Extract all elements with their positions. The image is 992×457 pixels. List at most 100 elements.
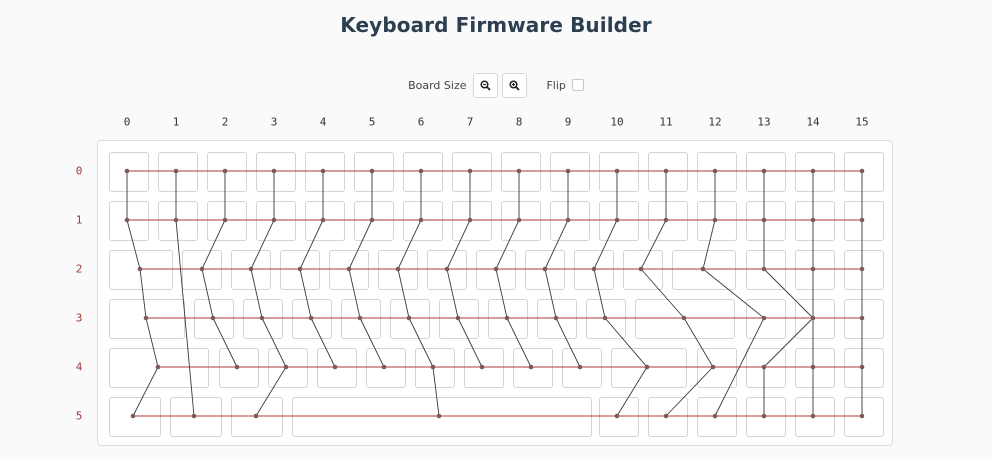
key[interactable] (415, 348, 455, 388)
key[interactable] (697, 348, 737, 388)
column-label: 13 (757, 115, 771, 129)
key[interactable] (635, 299, 735, 339)
key[interactable] (795, 152, 835, 192)
key[interactable] (550, 201, 590, 241)
key[interactable] (207, 152, 247, 192)
key[interactable] (452, 152, 492, 192)
key[interactable] (844, 152, 884, 192)
key[interactable] (586, 299, 626, 339)
key[interactable] (256, 201, 296, 241)
key[interactable] (501, 152, 541, 192)
key[interactable] (537, 299, 577, 339)
key[interactable] (513, 348, 553, 388)
key[interactable] (844, 299, 884, 339)
key[interactable] (844, 201, 884, 241)
key[interactable] (746, 152, 786, 192)
key[interactable] (109, 397, 161, 437)
row-label: 2 (75, 262, 83, 276)
key[interactable] (292, 299, 332, 339)
key[interactable] (109, 250, 173, 290)
key[interactable] (194, 299, 234, 339)
key[interactable] (611, 348, 687, 388)
zoom-in-icon (509, 79, 521, 91)
key[interactable] (648, 152, 688, 192)
key[interactable] (452, 201, 492, 241)
key[interactable] (746, 397, 786, 437)
key[interactable] (648, 397, 688, 437)
key[interactable] (476, 250, 516, 290)
column-label: 12 (708, 115, 722, 129)
key[interactable] (746, 250, 786, 290)
column-label: 7 (466, 115, 474, 129)
key[interactable] (305, 152, 345, 192)
key[interactable] (464, 348, 504, 388)
key[interactable] (378, 250, 418, 290)
key[interactable] (697, 152, 737, 192)
key[interactable] (243, 299, 283, 339)
key[interactable] (158, 152, 198, 192)
key[interactable] (231, 250, 271, 290)
key[interactable] (390, 299, 430, 339)
key[interactable] (341, 299, 381, 339)
key[interactable] (280, 250, 320, 290)
key[interactable] (648, 201, 688, 241)
key[interactable] (746, 201, 786, 241)
toolbar: Board Size Flip (0, 72, 992, 98)
key[interactable] (525, 250, 565, 290)
key[interactable] (170, 397, 222, 437)
key[interactable] (109, 152, 149, 192)
key[interactable] (672, 250, 736, 290)
key[interactable] (488, 299, 528, 339)
key[interactable] (844, 348, 884, 388)
key[interactable] (550, 152, 590, 192)
key[interactable] (231, 397, 283, 437)
key[interactable] (268, 348, 308, 388)
key[interactable] (697, 397, 737, 437)
key[interactable] (427, 250, 467, 290)
key[interactable] (292, 397, 592, 437)
key[interactable] (501, 201, 541, 241)
flip-label: Flip (546, 78, 566, 92)
key[interactable] (109, 201, 149, 241)
key[interactable] (366, 348, 406, 388)
key[interactable] (795, 397, 835, 437)
key[interactable] (746, 299, 786, 339)
key[interactable] (403, 201, 443, 241)
key[interactable] (317, 348, 357, 388)
key[interactable] (256, 152, 296, 192)
zoom-in-button[interactable] (502, 72, 528, 98)
key[interactable] (439, 299, 479, 339)
key[interactable] (403, 152, 443, 192)
key[interactable] (795, 299, 835, 339)
key[interactable] (746, 348, 786, 388)
column-label: 3 (270, 115, 278, 129)
column-label: 5 (368, 115, 376, 129)
key[interactable] (574, 250, 614, 290)
key[interactable] (158, 201, 198, 241)
key[interactable] (207, 201, 247, 241)
key[interactable] (329, 250, 369, 290)
key[interactable] (182, 250, 222, 290)
key[interactable] (795, 250, 835, 290)
key[interactable] (219, 348, 259, 388)
zoom-out-button[interactable] (473, 72, 499, 98)
key[interactable] (844, 250, 884, 290)
key[interactable] (795, 201, 835, 241)
key[interactable] (697, 201, 737, 241)
column-label: 9 (564, 115, 572, 129)
key[interactable] (795, 348, 835, 388)
key[interactable] (599, 397, 639, 437)
key[interactable] (844, 397, 884, 437)
flip-checkbox[interactable] (571, 79, 584, 91)
key[interactable] (354, 201, 394, 241)
column-label: 1 (172, 115, 180, 129)
key[interactable] (354, 152, 394, 192)
page-title: Keyboard Firmware Builder (340, 13, 652, 37)
key[interactable] (599, 152, 639, 192)
key[interactable] (109, 348, 209, 388)
key[interactable] (623, 250, 663, 290)
key[interactable] (562, 348, 602, 388)
key[interactable] (305, 201, 345, 241)
key[interactable] (109, 299, 185, 339)
key[interactable] (599, 201, 639, 241)
